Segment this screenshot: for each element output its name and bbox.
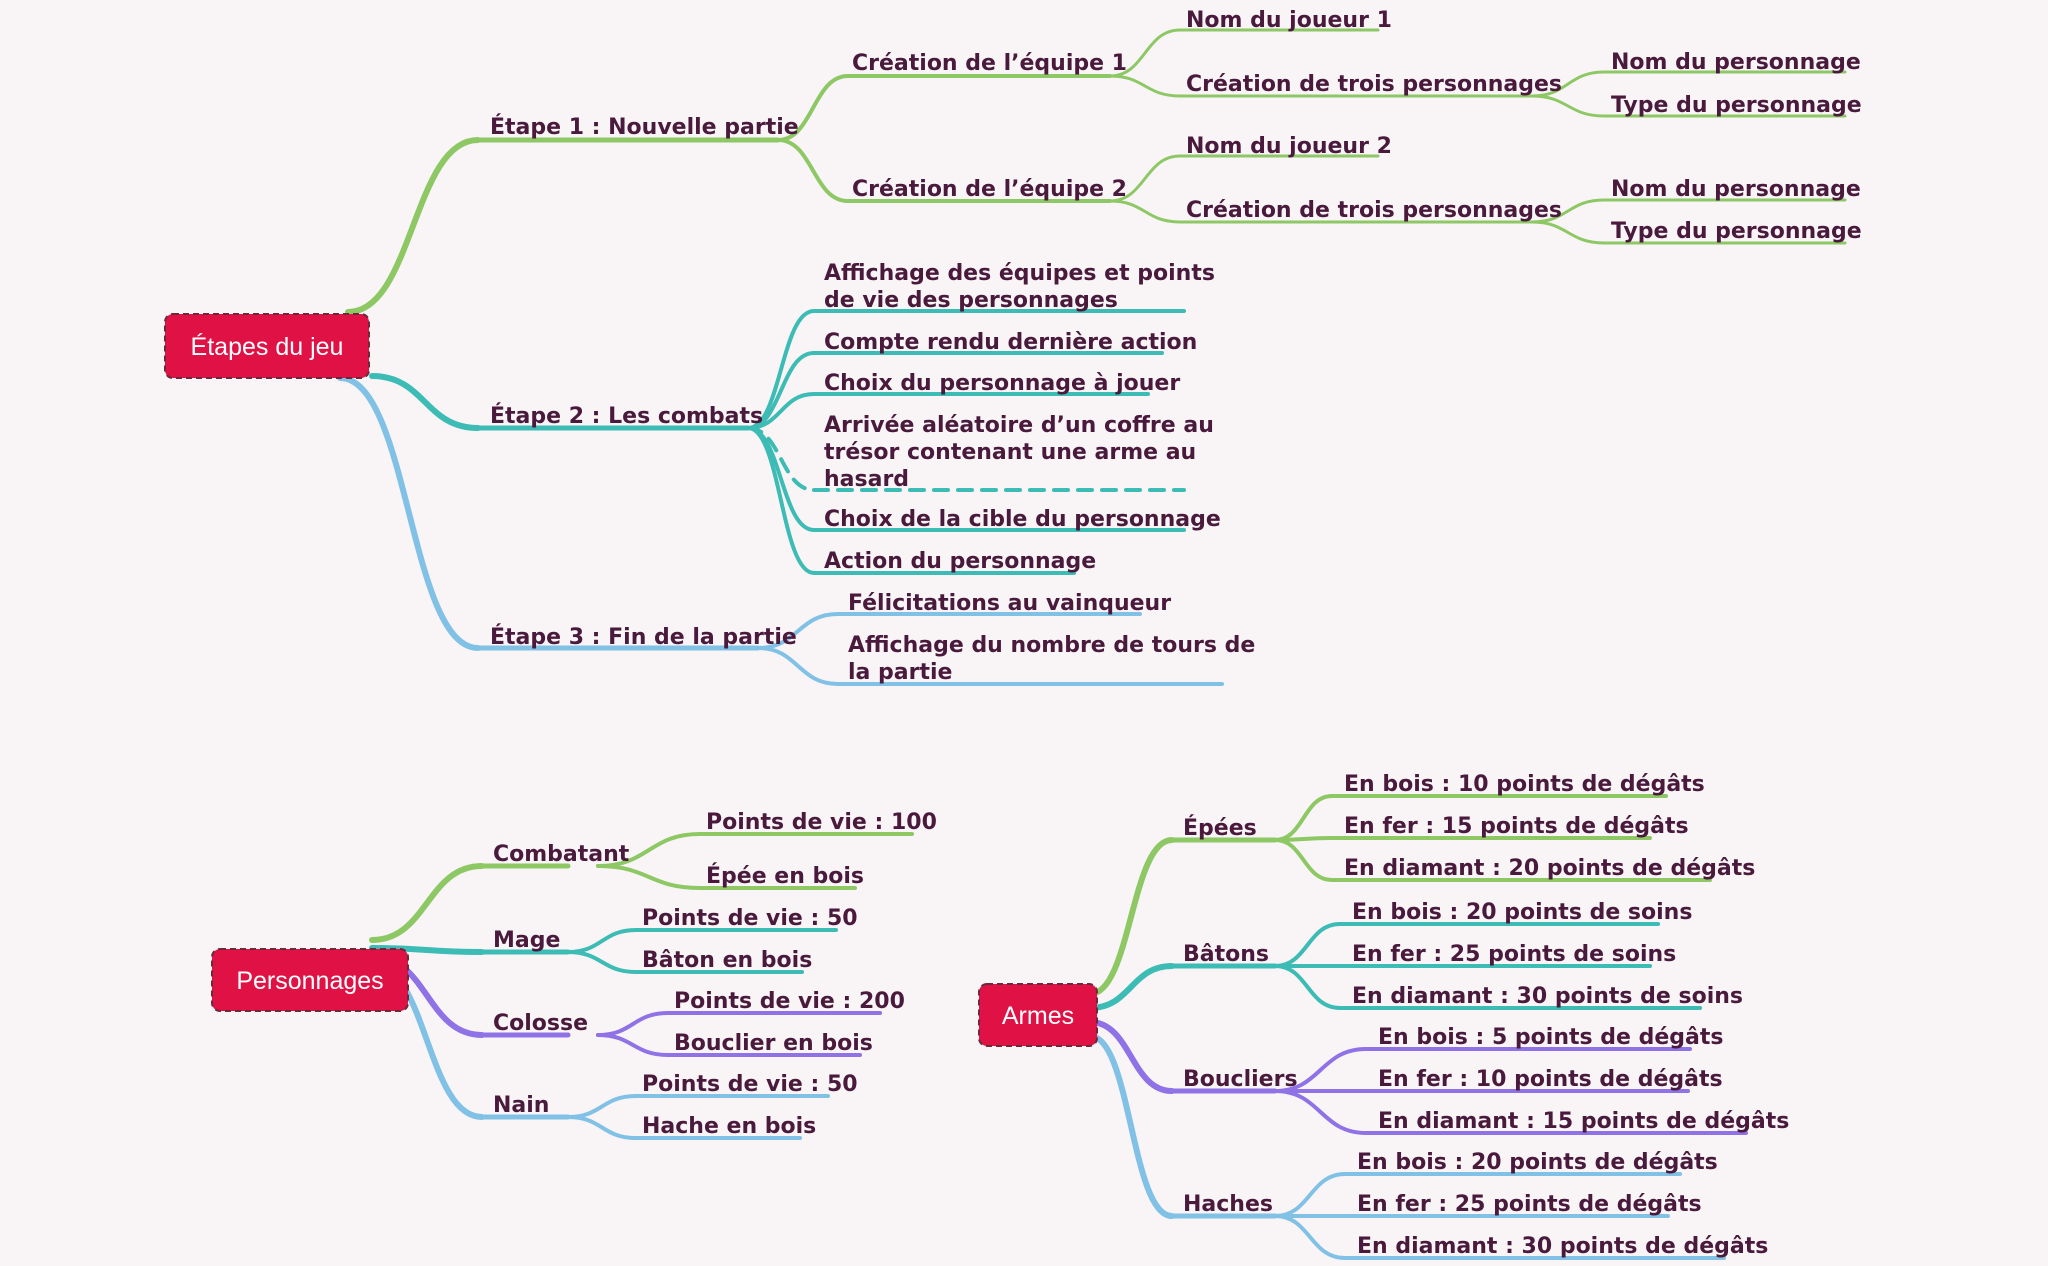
branch-line: [1087, 1019, 1175, 1094]
node-etape-2-les-combats[interactable]: Étape 2 : Les combats: [490, 403, 763, 429]
node-type-du-personnage[interactable]: Type du personnage: [1611, 93, 1862, 118]
node-hache-en-bois[interactable]: Hache en bois: [642, 1114, 816, 1139]
branch-line: [1273, 922, 1342, 968]
node-batons[interactable]: Bâtons: [1183, 942, 1269, 967]
branch-line: [596, 1033, 670, 1057]
root-node-armes[interactable]: Armes: [978, 983, 1098, 1047]
branch-line: [756, 646, 840, 686]
branch-line: [1087, 1033, 1175, 1219]
connector-lines: [337, 28, 1847, 1260]
node-en-fer-25-points-de-soins[interactable]: En fer : 25 points de soins: [1352, 942, 1676, 967]
node-en-diamant-30-points-de-degats[interactable]: En diamant : 30 points de dégâts: [1357, 1234, 1768, 1259]
branch-line: [566, 928, 638, 954]
root-node-personnages[interactable]: Personnages: [211, 948, 409, 1012]
node-en-bois-10-points-de-degats[interactable]: En bois : 10 points de dégâts: [1344, 772, 1705, 797]
root-node-label: Étapes du jeu: [191, 332, 344, 361]
root-node-box: [211, 948, 409, 1012]
node-nom-du-personnage[interactable]: Nom du personnage: [1611, 177, 1861, 202]
node-creation-de-l-equipe-2[interactable]: Création de l’équipe 2: [852, 177, 1127, 202]
branch-line: [776, 74, 850, 142]
node-combatant[interactable]: Combatant: [493, 842, 630, 867]
branch-line: [1273, 1089, 1368, 1135]
node-nom-du-joueur-2[interactable]: Nom du joueur 2: [1186, 134, 1392, 159]
node-en-bois-20-points-de-soins[interactable]: En bois : 20 points de soins: [1352, 900, 1692, 925]
node-colosse[interactable]: Colosse: [493, 1011, 588, 1036]
node-choix-du-personnage-a-jouer[interactable]: Choix du personnage à jouer: [824, 371, 1180, 396]
branch-line: [756, 612, 840, 650]
branch-line: [776, 138, 850, 203]
branch-line: [1087, 963, 1175, 1011]
node-bouclier-en-bois[interactable]: Bouclier en bois: [674, 1031, 873, 1056]
branch-line: [1087, 837, 1175, 997]
node-baton-en-bois[interactable]: Bâton en bois: [642, 948, 812, 973]
branch-line: [345, 137, 481, 315]
node-epee-en-bois[interactable]: Épée en bois: [706, 863, 864, 889]
node-etape-1-nouvelle-partie[interactable]: Étape 1 : Nouvelle partie: [490, 114, 799, 140]
branch-line: [1108, 199, 1182, 224]
branch-line: [337, 375, 481, 651]
branch-line: [1108, 154, 1182, 203]
branch-line: [1273, 794, 1334, 842]
node-etape-3-fin-de-la-partie[interactable]: Étape 3 : Fin de la partie: [490, 624, 797, 650]
node-mage[interactable]: Mage: [493, 928, 560, 953]
branch-line: [1273, 964, 1342, 1010]
node-en-bois-20-points-de-degats[interactable]: En bois : 20 points de dégâts: [1357, 1150, 1718, 1175]
branch-line: [566, 1115, 638, 1140]
root-node-label: Armes: [1002, 1002, 1074, 1030]
node-nain[interactable]: Nain: [493, 1093, 549, 1118]
node-points-de-vie-100[interactable]: Points de vie : 100: [706, 810, 937, 835]
node-en-fer-15-points-de-degats[interactable]: En fer : 15 points de dégâts: [1344, 814, 1689, 839]
node-compte-rendu-derniere-action[interactable]: Compte rendu dernière action: [824, 330, 1197, 355]
branch-line: [1530, 94, 1606, 118]
node-type-du-personnage[interactable]: Type du personnage: [1611, 219, 1862, 244]
root-node-label: Personnages: [236, 967, 383, 995]
branch-line: [1273, 1172, 1347, 1218]
node-en-fer-25-points-de-degats[interactable]: En fer : 25 points de dégâts: [1357, 1192, 1702, 1217]
branch-line: [1108, 28, 1182, 78]
node-action-du-personnage[interactable]: Action du personnage: [824, 549, 1096, 574]
node-creation-de-l-equipe-1[interactable]: Création de l’équipe 1: [852, 51, 1127, 76]
branch-line: [1530, 220, 1606, 245]
branch-line: [369, 373, 481, 431]
node-en-diamant-30-points-de-soins[interactable]: En diamant : 30 points de soins: [1352, 984, 1743, 1009]
branch-line: [369, 945, 485, 955]
node-points-de-vie-200[interactable]: Points de vie : 200: [674, 989, 905, 1014]
node-nom-du-joueur-1[interactable]: Nom du joueur 1: [1186, 8, 1392, 33]
root-node-etapes[interactable]: Étapes du jeu: [164, 313, 370, 379]
node-points-de-vie-50[interactable]: Points de vie : 50: [642, 1072, 858, 1097]
branch-line: [1273, 1214, 1347, 1260]
node-creation-de-trois-personnages[interactable]: Création de trois personnages: [1186, 198, 1562, 223]
root-node-box: [164, 313, 370, 379]
branch-line: [746, 426, 816, 575]
node-creation-de-trois-personnages[interactable]: Création de trois personnages: [1186, 72, 1562, 97]
branch-line: [369, 863, 485, 943]
branch-line: [566, 950, 638, 974]
node-en-bois-5-points-de-degats[interactable]: En bois : 5 points de dégâts: [1378, 1025, 1723, 1050]
node-nom-du-personnage[interactable]: Nom du personnage: [1611, 50, 1861, 75]
node-boucliers[interactable]: Boucliers: [1183, 1067, 1298, 1092]
node-epees[interactable]: Épées: [1183, 815, 1257, 841]
node-haches[interactable]: Haches: [1183, 1192, 1273, 1217]
branch-line: [596, 1011, 670, 1037]
branch-line: [1273, 838, 1334, 882]
node-points-de-vie-50[interactable]: Points de vie : 50: [642, 906, 858, 931]
node-en-diamant-20-points-de-degats[interactable]: En diamant : 20 points de dégâts: [1344, 856, 1755, 881]
root-node-box: [978, 983, 1098, 1047]
branch-line: [566, 1094, 638, 1119]
node-choix-de-la-cible-du-personnage[interactable]: Choix de la cible du personnage: [824, 507, 1221, 532]
branch-line: [596, 864, 702, 890]
node-en-fer-10-points-de-degats[interactable]: En fer : 10 points de dégâts: [1378, 1067, 1723, 1092]
node-felicitations-au-vainqueur[interactable]: Félicitations au vainqueur: [848, 591, 1171, 616]
branch-line: [746, 392, 816, 430]
branch-line: [1108, 74, 1182, 98]
branch-line: [746, 426, 816, 532]
node-en-diamant-15-points-de-degats[interactable]: En diamant : 15 points de dégâts: [1378, 1109, 1789, 1134]
